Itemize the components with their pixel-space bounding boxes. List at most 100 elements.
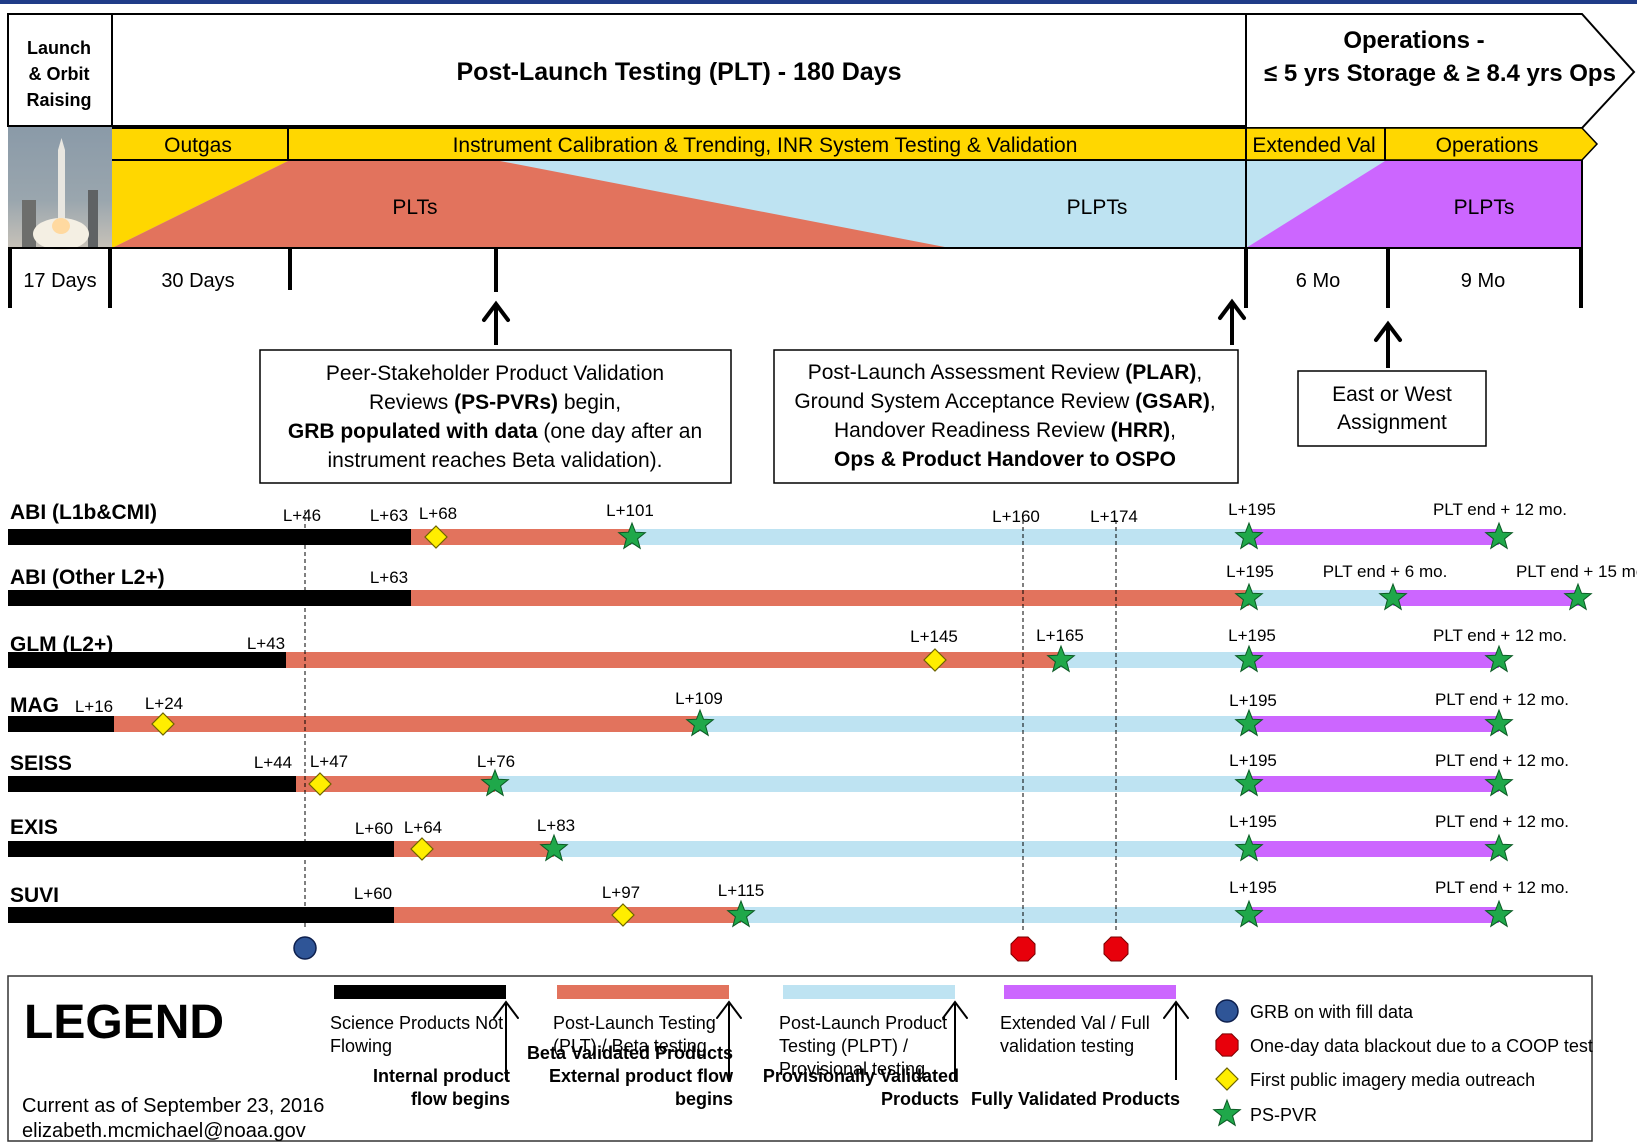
- text-run: (one day after an: [538, 420, 703, 443]
- timeline-segment-red: [114, 716, 699, 732]
- duration-label: 17 Days: [23, 270, 96, 292]
- text-run: ,: [1196, 361, 1202, 384]
- legend-bar-description: validation testing: [1000, 1036, 1134, 1056]
- milestone-label: L+195: [1226, 562, 1274, 581]
- ps-pvr-star-icon: [1234, 582, 1264, 611]
- timeline-segment-red: [394, 841, 554, 857]
- timeline-segment-purple: [1393, 590, 1580, 606]
- plpts-label: PLPTs: [1067, 196, 1128, 219]
- legend-bar-description: Provisional testing: [779, 1059, 925, 1079]
- legend-bar-description: Testing (PLPT) /: [779, 1036, 908, 1056]
- instrument-name: GLM (L2+): [10, 633, 113, 656]
- milestone-label: L+46: [283, 506, 321, 525]
- legend-symbol-label: One-day data blackout due to a COOP test: [1250, 1036, 1593, 1056]
- instrument-name: MAG: [10, 694, 59, 717]
- milestone-label: L+24: [145, 694, 183, 713]
- operations-header-arrow: [1245, 13, 1636, 129]
- phase-extended-val-label: Extended Val: [1252, 134, 1375, 157]
- plt-header-title: Post-Launch Testing (PLT) - 180 Days: [457, 58, 902, 86]
- launch-header-text: Launch: [27, 38, 91, 58]
- legend-media-diamond-icon: [1215, 1067, 1239, 1091]
- ps-pvr-star-icon: [1234, 899, 1264, 928]
- text-run: (PS-PVRs): [454, 391, 558, 414]
- instrument-name: EXIS: [10, 816, 58, 839]
- milestone-label: L+195: [1228, 626, 1276, 645]
- milestone-label: L+195: [1229, 691, 1277, 710]
- instrument-name: SEISS: [10, 752, 72, 775]
- timeline-segment-purple: [1249, 652, 1499, 668]
- timeline-segment-blue: [1060, 652, 1249, 668]
- launch-photo-tower: [22, 200, 36, 248]
- milestone-label: L+174: [1090, 507, 1138, 526]
- legend-current-as-of: Current as of September 23, 2016: [22, 1095, 324, 1117]
- legend-bar-arrow-head: [716, 1000, 742, 1019]
- text-run: Peer-Stakeholder Product Validation: [326, 362, 664, 385]
- legend-bar-description: Extended Val / Full: [1000, 1013, 1150, 1033]
- text-run: Handover Readiness Review: [834, 419, 1111, 442]
- legend-bar-result: Fully Validated Products: [971, 1089, 1180, 1109]
- legend-bar-swatch: [1004, 985, 1176, 999]
- milestone-label: L+47: [310, 752, 348, 771]
- milestone-label: L+195: [1228, 500, 1276, 519]
- ps-pvr-star-icon: [1563, 582, 1593, 611]
- milestone-label: L+43: [247, 634, 285, 653]
- ps-pvr-star-icon: [1378, 582, 1408, 611]
- ps-pvr-star-icon: [1046, 644, 1076, 673]
- plpts-ops-label: PLPTs: [1454, 196, 1515, 219]
- text-run: GRB populated with data: [288, 420, 538, 443]
- milestone-label: L+160: [992, 507, 1040, 526]
- timeline-segment-blue: [631, 529, 1249, 545]
- psvpr-arrow-head: [482, 300, 510, 322]
- ps-pvr-star-icon: [1484, 833, 1514, 862]
- milestone-label: PLT end + 12 mo.: [1435, 878, 1569, 897]
- psvpr-box: [259, 349, 732, 484]
- grb-circle-icon: [293, 936, 317, 960]
- ps-pvr-star-icon: [1484, 708, 1514, 737]
- ps-pvr-star-icon: [480, 768, 510, 797]
- milestone-label: L+101: [606, 501, 654, 520]
- timeline-segment-blue: [554, 841, 1249, 857]
- timeline-segment-blue: [1249, 590, 1393, 606]
- text-run: (GSAR): [1135, 390, 1210, 413]
- milestone-label: L+16: [75, 697, 113, 716]
- milestone-label: L+64: [404, 818, 442, 837]
- milestone-label: PLT end + 12 mo.: [1435, 812, 1569, 831]
- ps-pvr-star-icon: [1234, 521, 1264, 550]
- text-run: East or West: [1332, 383, 1452, 406]
- timeline-segment-black: [8, 776, 296, 792]
- top-rule: [0, 0, 1637, 4]
- text-run: (HRR): [1111, 419, 1170, 442]
- launch-photo-rocket-nose: [58, 138, 65, 150]
- timeline-segment-black: [8, 529, 411, 545]
- milestone-label: L+60: [354, 884, 392, 903]
- timeline-segment-red: [286, 652, 1060, 668]
- psvpr-box-line: Peer-Stakeholder Product Validation: [326, 362, 664, 385]
- legend-bar-result: Products: [881, 1089, 959, 1109]
- instrument-name: SUVI: [10, 884, 59, 907]
- psvpr-box-line: GRB populated with data (one day after a…: [288, 420, 702, 443]
- milestone-label: L+60: [355, 819, 393, 838]
- media-outreach-diamond-icon: [424, 525, 448, 549]
- legend-symbol-label: First public imagery media outreach: [1250, 1070, 1535, 1090]
- text-run: Ground System Acceptance Review: [794, 390, 1135, 413]
- text-run: begin,: [558, 391, 621, 414]
- ps-pvr-star-icon: [726, 899, 756, 928]
- legend-bar-result: Internal product: [373, 1066, 510, 1086]
- ps-pvr-star-icon: [539, 833, 569, 862]
- milestone-label: L+68: [419, 504, 457, 523]
- phase-band-plt: [112, 128, 1246, 160]
- milestone-label: L+63: [370, 568, 408, 587]
- legend-bar-arrow-head: [942, 1000, 968, 1019]
- launch-photo-tower: [88, 190, 98, 248]
- duration-label: 6 Mo: [1296, 270, 1340, 292]
- legend-bar-description: (PLT) / Beta testing: [553, 1036, 707, 1056]
- milestone-label: L+76: [477, 752, 515, 771]
- text-run: Post-Launch Assessment Review: [808, 361, 1125, 384]
- media-outreach-diamond-icon: [611, 903, 635, 927]
- phase-outgas-label: Outgas: [164, 134, 232, 157]
- legend-bar-arrow-head: [1163, 1000, 1189, 1019]
- text-run: Ops & Product Handover to OSPO: [834, 448, 1176, 471]
- timeline-segment-purple: [1249, 907, 1499, 923]
- coop-blackout-octagon-icon: [1010, 936, 1036, 962]
- media-outreach-diamond-icon: [923, 648, 947, 672]
